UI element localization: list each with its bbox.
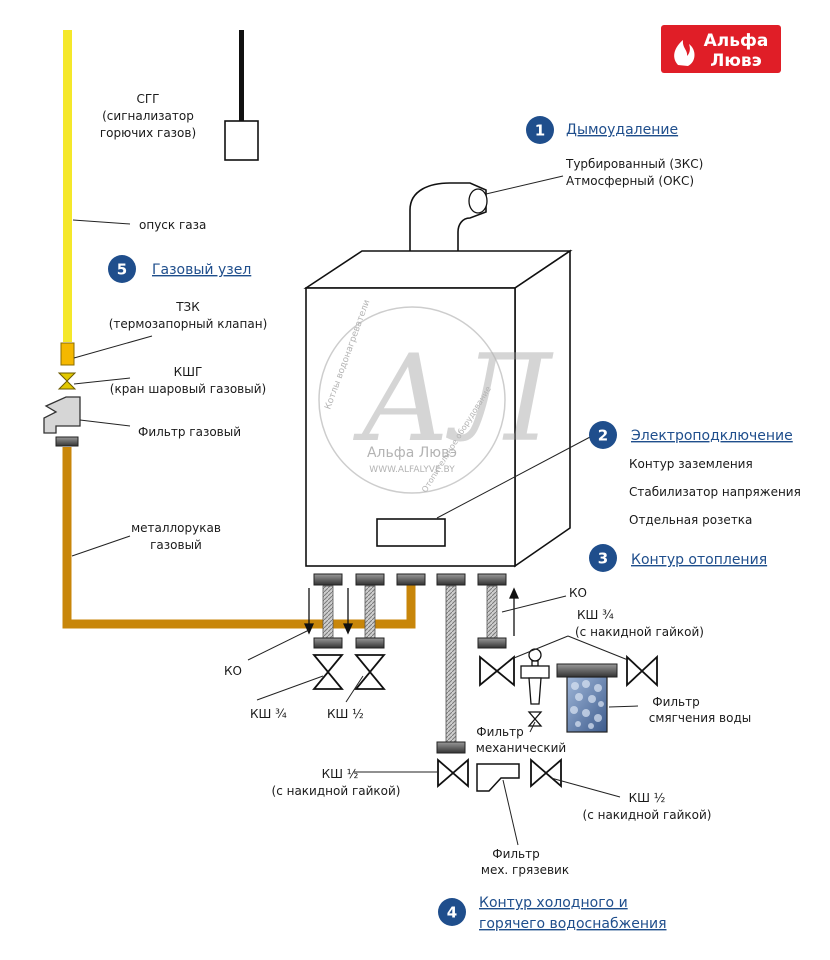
softening-filter-icon — [556, 663, 618, 733]
flame-icon — [674, 40, 695, 66]
section-4: 4 Контур холодного и горячего водоснабже… — [438, 895, 667, 932]
ksh34-right-label-line1: КШ ¾ — [577, 608, 614, 622]
company-logo: Альфа Лювэ — [661, 25, 781, 73]
heating-return-valve-icon — [312, 654, 344, 690]
watermark-url: WWW.ALFALYVE.BY — [369, 465, 455, 475]
ksh34-right-label-line2: (с накидной гайкой) — [575, 625, 704, 639]
section-4-badge — [438, 898, 466, 926]
electric-item-socket: Отдельная розетка — [629, 513, 752, 527]
hot-hose-nut — [436, 741, 466, 754]
section-4-title-line2: горячего водоснабжения — [479, 916, 667, 932]
section-5-title: Газовый узел — [152, 262, 251, 278]
ksh12-bottom-left-label-line2: (с накидной гайкой) — [272, 784, 401, 798]
section-5-number: 5 — [117, 261, 127, 279]
soft-filter-label-line1: Фильтр — [652, 695, 699, 709]
section-2-badge — [589, 421, 617, 449]
labels: СГГ (сигнализатор горючих газов) опуск г… — [100, 92, 801, 877]
sgg-label-line2: (сигнализатор — [102, 109, 194, 123]
mech-filter-label-line2: механический — [476, 741, 566, 755]
boiler-body — [303, 249, 573, 568]
gas-filter-label: Фильтр газовый — [138, 425, 241, 439]
heating-return-hose — [322, 585, 334, 639]
mud-filter-icon — [476, 763, 520, 792]
cold-water-valve-icon — [530, 758, 562, 788]
flue-label-line1: Турбированный (ЗКС) — [565, 157, 703, 171]
hose-label-line2: газовый — [150, 538, 202, 552]
cold-water-hose — [364, 585, 376, 639]
tzk-label-line2: (термозапорный клапан) — [109, 317, 268, 331]
cold-inlet-valve-icon — [354, 654, 386, 690]
section-2-title: Электроподключение — [631, 428, 793, 444]
section-1-badge — [526, 116, 554, 144]
heating-supply-valve-icon — [479, 655, 515, 687]
mud-filter-label-line2: мех. грязевик — [481, 863, 569, 877]
gas-sensor-cable — [239, 30, 244, 122]
section-2: 2 Электроподключение — [589, 421, 793, 449]
boiler-outlets — [313, 573, 507, 586]
soft-filter-label-line2: смягчения воды — [649, 711, 752, 725]
ksh34-left-label: КШ ¾ — [250, 707, 287, 721]
section-4-number: 4 — [447, 904, 457, 922]
gas-drop-pipe — [63, 30, 72, 342]
electric-item-grounding: Контур заземления — [629, 457, 753, 471]
ksh12-left-label: КШ ½ — [327, 707, 364, 721]
watermark: АЛ Альфа Лювэ WWW.ALFALYVE.BY Котлы водо… — [318, 298, 554, 494]
hose-label-line1: металлорукав — [131, 521, 221, 535]
section-1-number: 1 — [535, 122, 545, 140]
kshg-label-line1: КШГ — [174, 365, 203, 379]
heating-supply-hose — [486, 585, 498, 639]
section-3-number: 3 — [598, 550, 608, 568]
gas-filter-icon — [43, 396, 81, 434]
cold-hose-nut — [355, 637, 385, 649]
section-3-title: Контур отопления — [631, 552, 767, 568]
gas-ball-valve-icon — [57, 372, 77, 390]
watermark-name: Альфа Лювэ — [367, 445, 457, 461]
electric-item-stabilizer: Стабилизатор напряжения — [629, 485, 801, 499]
mud-filter-label-line1: Фильтр — [492, 847, 539, 861]
logo-text-line1: Альфа — [704, 31, 769, 51]
sgg-label-line1: СГГ — [136, 92, 159, 106]
flow-arrows — [303, 587, 520, 636]
gas-filter-nut — [55, 436, 79, 447]
kshg-label-line2: (кран шаровый газовый) — [110, 382, 266, 396]
return-hose-nut — [313, 637, 343, 649]
leader-lines — [71, 175, 639, 846]
ksh12-bottom-left-label-line1: КШ ½ — [322, 767, 359, 781]
section-5: 5 Газовый узел — [108, 255, 251, 283]
gas-sensor-icon — [224, 120, 259, 161]
section-1: 1 Дымоудаление — [526, 116, 678, 144]
flue-label-line2: Атмосферный (ОКС) — [566, 174, 694, 188]
supply-hose-nut — [477, 637, 507, 649]
section-3-badge — [589, 544, 617, 572]
gas-drop-label: опуск газа — [139, 218, 206, 232]
ksh12-bottom-right-label-line1: КШ ½ — [629, 791, 666, 805]
thermal-shutoff-valve — [60, 342, 75, 366]
mech-filter-label-line1: Фильтр — [476, 725, 523, 739]
section-5-badge — [108, 255, 136, 283]
metal-gas-hose — [62, 447, 416, 629]
logo-text-line2: Лювэ — [710, 51, 761, 71]
sgg-label-line3: горючих газов) — [100, 126, 196, 140]
hot-water-hose — [445, 585, 457, 743]
tzk-label-line1: ТЗК — [175, 300, 200, 314]
ko-right-label: КО — [569, 586, 587, 600]
watermark-monogram: АЛ — [352, 330, 554, 469]
softener-valve-icon — [626, 654, 658, 688]
section-3: 3 Контур отопления — [589, 544, 767, 572]
ksh12-bottom-right-label-line2: (с накидной гайкой) — [583, 808, 712, 822]
ko-left-label: КО — [224, 664, 242, 678]
section-2-number: 2 — [598, 427, 608, 445]
section-4-title-line1: Контур холодного и — [479, 895, 628, 911]
hot-water-valve-icon — [437, 758, 469, 788]
boiler-control-panel — [376, 518, 446, 547]
mechanical-filter-icon — [520, 648, 550, 727]
section-1-title: Дымоудаление — [566, 122, 678, 138]
